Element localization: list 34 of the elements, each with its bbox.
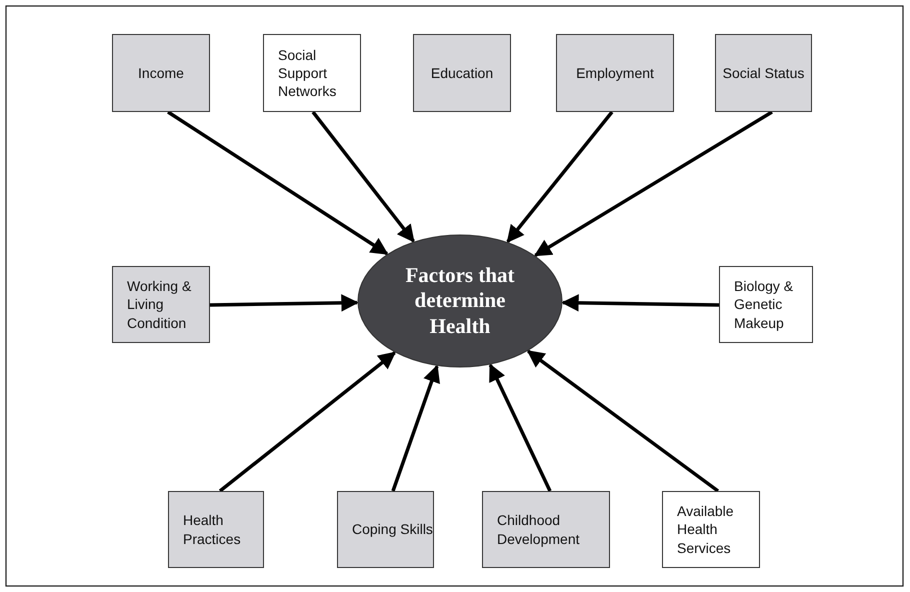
node-label: Employment <box>576 64 654 82</box>
factor-box <box>482 491 610 568</box>
node-label: Income <box>138 64 184 82</box>
factor-box <box>112 34 210 112</box>
node-label: Available Health Services <box>677 502 735 557</box>
center-ellipse <box>357 234 563 368</box>
arrow <box>506 110 614 243</box>
factor-box <box>112 266 210 343</box>
factor-box <box>556 34 674 112</box>
node-label: Biology & Genetic Makeup <box>734 277 794 332</box>
arrow <box>488 363 552 492</box>
arrow <box>561 294 720 312</box>
node-label: Factors that determine Health <box>404 263 516 339</box>
node-label: Coping Skills <box>352 520 433 539</box>
node-label: Social Support Networks <box>278 46 338 100</box>
node-label: Childhood Development <box>497 511 580 548</box>
node-label: Social Status <box>722 64 804 82</box>
factor-box <box>715 34 812 112</box>
factor-box <box>168 491 264 568</box>
factor-box <box>719 266 813 343</box>
arrow <box>534 110 773 257</box>
node-label: Education <box>430 64 494 82</box>
arrow <box>167 110 388 256</box>
node-label: Working & Living Condition <box>127 277 192 332</box>
factor-box <box>263 34 361 112</box>
arrow <box>210 294 359 312</box>
factor-box <box>337 491 434 568</box>
arrow <box>312 110 415 243</box>
arrow <box>526 350 720 492</box>
node-label: Health Practices <box>183 511 242 548</box>
factor-box <box>413 34 511 112</box>
factor-box <box>662 491 760 568</box>
arrow <box>391 364 440 492</box>
arrow <box>218 351 396 492</box>
